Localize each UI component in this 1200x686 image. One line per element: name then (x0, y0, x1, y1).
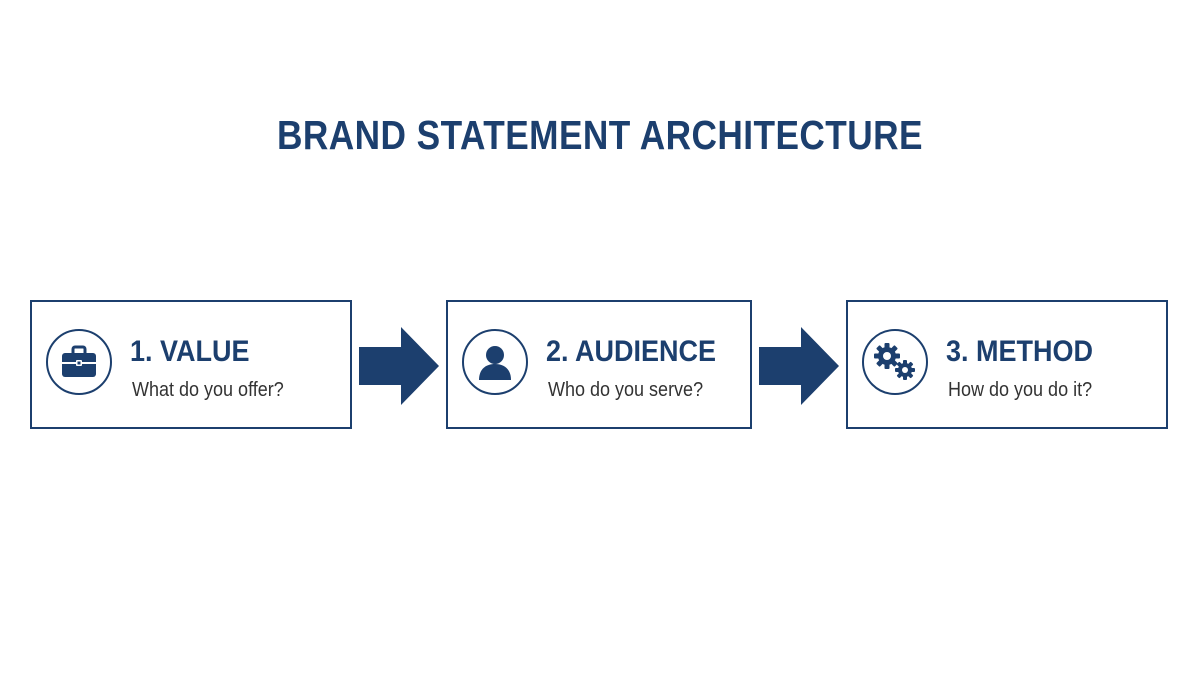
step-box-method: 3. METHOD How do you do it? (846, 300, 1168, 429)
step-heading-method: 3. METHOD (946, 335, 1094, 368)
diagram-title: BRAND STATEMENT ARCHITECTURE (276, 112, 924, 158)
step-box-audience: 2. AUDIENCE Who do you serve? (446, 300, 752, 429)
step-heading-audience: 2. AUDIENCE (546, 335, 717, 368)
briefcase-icon (46, 329, 112, 395)
arrow-right-icon (759, 327, 839, 405)
step-heading-value: 1. VALUE (130, 335, 250, 368)
gears-icon (862, 329, 928, 395)
step-question-audience: Who do you serve? (548, 379, 704, 401)
arrow-right-icon (359, 327, 439, 405)
step-question-value: What do you offer? (132, 379, 284, 401)
person-icon (462, 329, 528, 395)
step-question-method: How do you do it? (948, 379, 1093, 401)
step-box-value: 1. VALUE What do you offer? (30, 300, 352, 429)
